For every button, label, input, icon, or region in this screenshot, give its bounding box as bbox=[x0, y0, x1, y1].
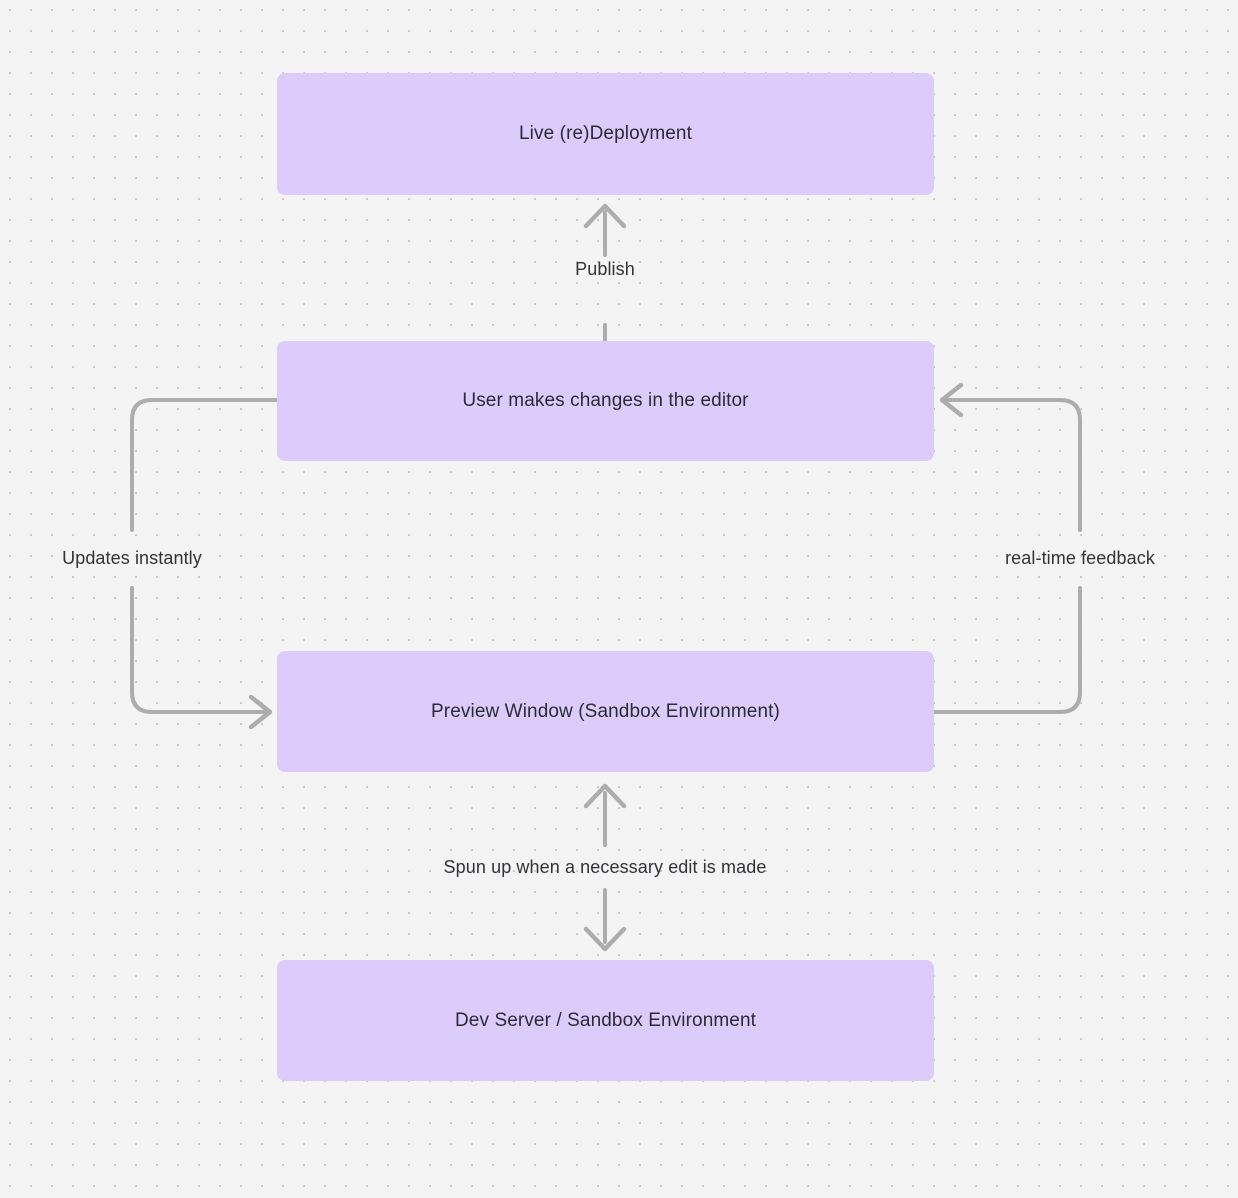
edge-label-spun-up: Spun up when a necessary edit is made bbox=[443, 857, 767, 877]
node-label: User makes changes in the editor bbox=[462, 390, 749, 411]
edge-label-real-time-feedback: real-time feedback bbox=[1005, 548, 1155, 568]
node-dev-server[interactable]: Dev Server / Sandbox Environment bbox=[277, 960, 934, 1081]
node-live-deployment[interactable]: Live (re)Deployment bbox=[277, 73, 934, 195]
edge-label-updates-instantly: Updates instantly bbox=[62, 548, 202, 568]
node-user-edits[interactable]: User makes changes in the editor bbox=[277, 341, 934, 461]
edge-label-publish: Publish bbox=[575, 259, 635, 279]
node-label: Preview Window (Sandbox Environment) bbox=[431, 700, 780, 722]
node-label: Live (re)Deployment bbox=[519, 123, 692, 144]
node-label: Dev Server / Sandbox Environment bbox=[454, 1009, 756, 1031]
node-preview-window[interactable]: Preview Window (Sandbox Environment) bbox=[277, 651, 934, 772]
